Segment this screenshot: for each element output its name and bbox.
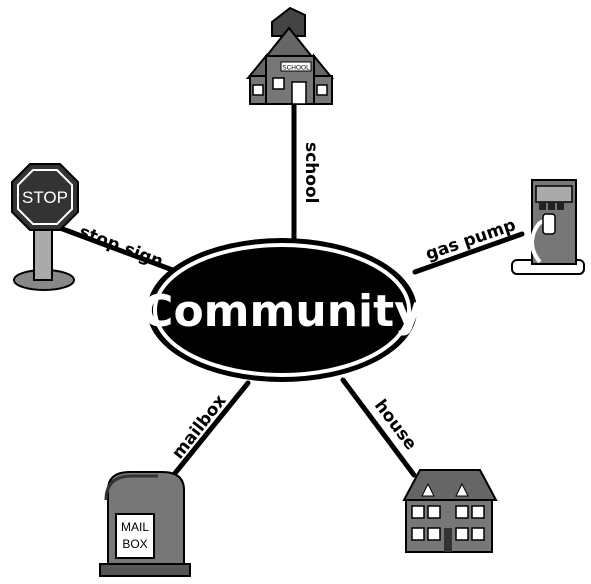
mailbox-sign-text-2: BOX <box>122 537 147 551</box>
center-node: Community <box>141 238 423 382</box>
connector-stop-sign <box>57 225 181 275</box>
center-oval-ring <box>153 243 411 377</box>
connector-house <box>340 377 417 478</box>
school-sign-text: SCHOOL <box>282 65 310 72</box>
center-label: Community <box>141 286 423 337</box>
spoke-label-stop-sign: stop sign <box>76 222 166 272</box>
stop-sign-text: STOP <box>22 188 68 207</box>
mailbox-sign-text-1: MAIL <box>121 520 149 534</box>
house-icon <box>402 469 498 553</box>
mailbox-icon: MAIL BOX <box>99 471 191 577</box>
spoke-label-school: school <box>301 142 321 203</box>
spoke-label-mailbox: mailbox <box>168 391 230 463</box>
stop-sign-icon: STOP <box>11 163 79 291</box>
school-building-icon: SCHOOL <box>245 6 335 105</box>
center-oval-outer <box>147 238 417 382</box>
connector-gas-pump <box>412 231 525 275</box>
gas-pump-icon <box>511 179 585 275</box>
